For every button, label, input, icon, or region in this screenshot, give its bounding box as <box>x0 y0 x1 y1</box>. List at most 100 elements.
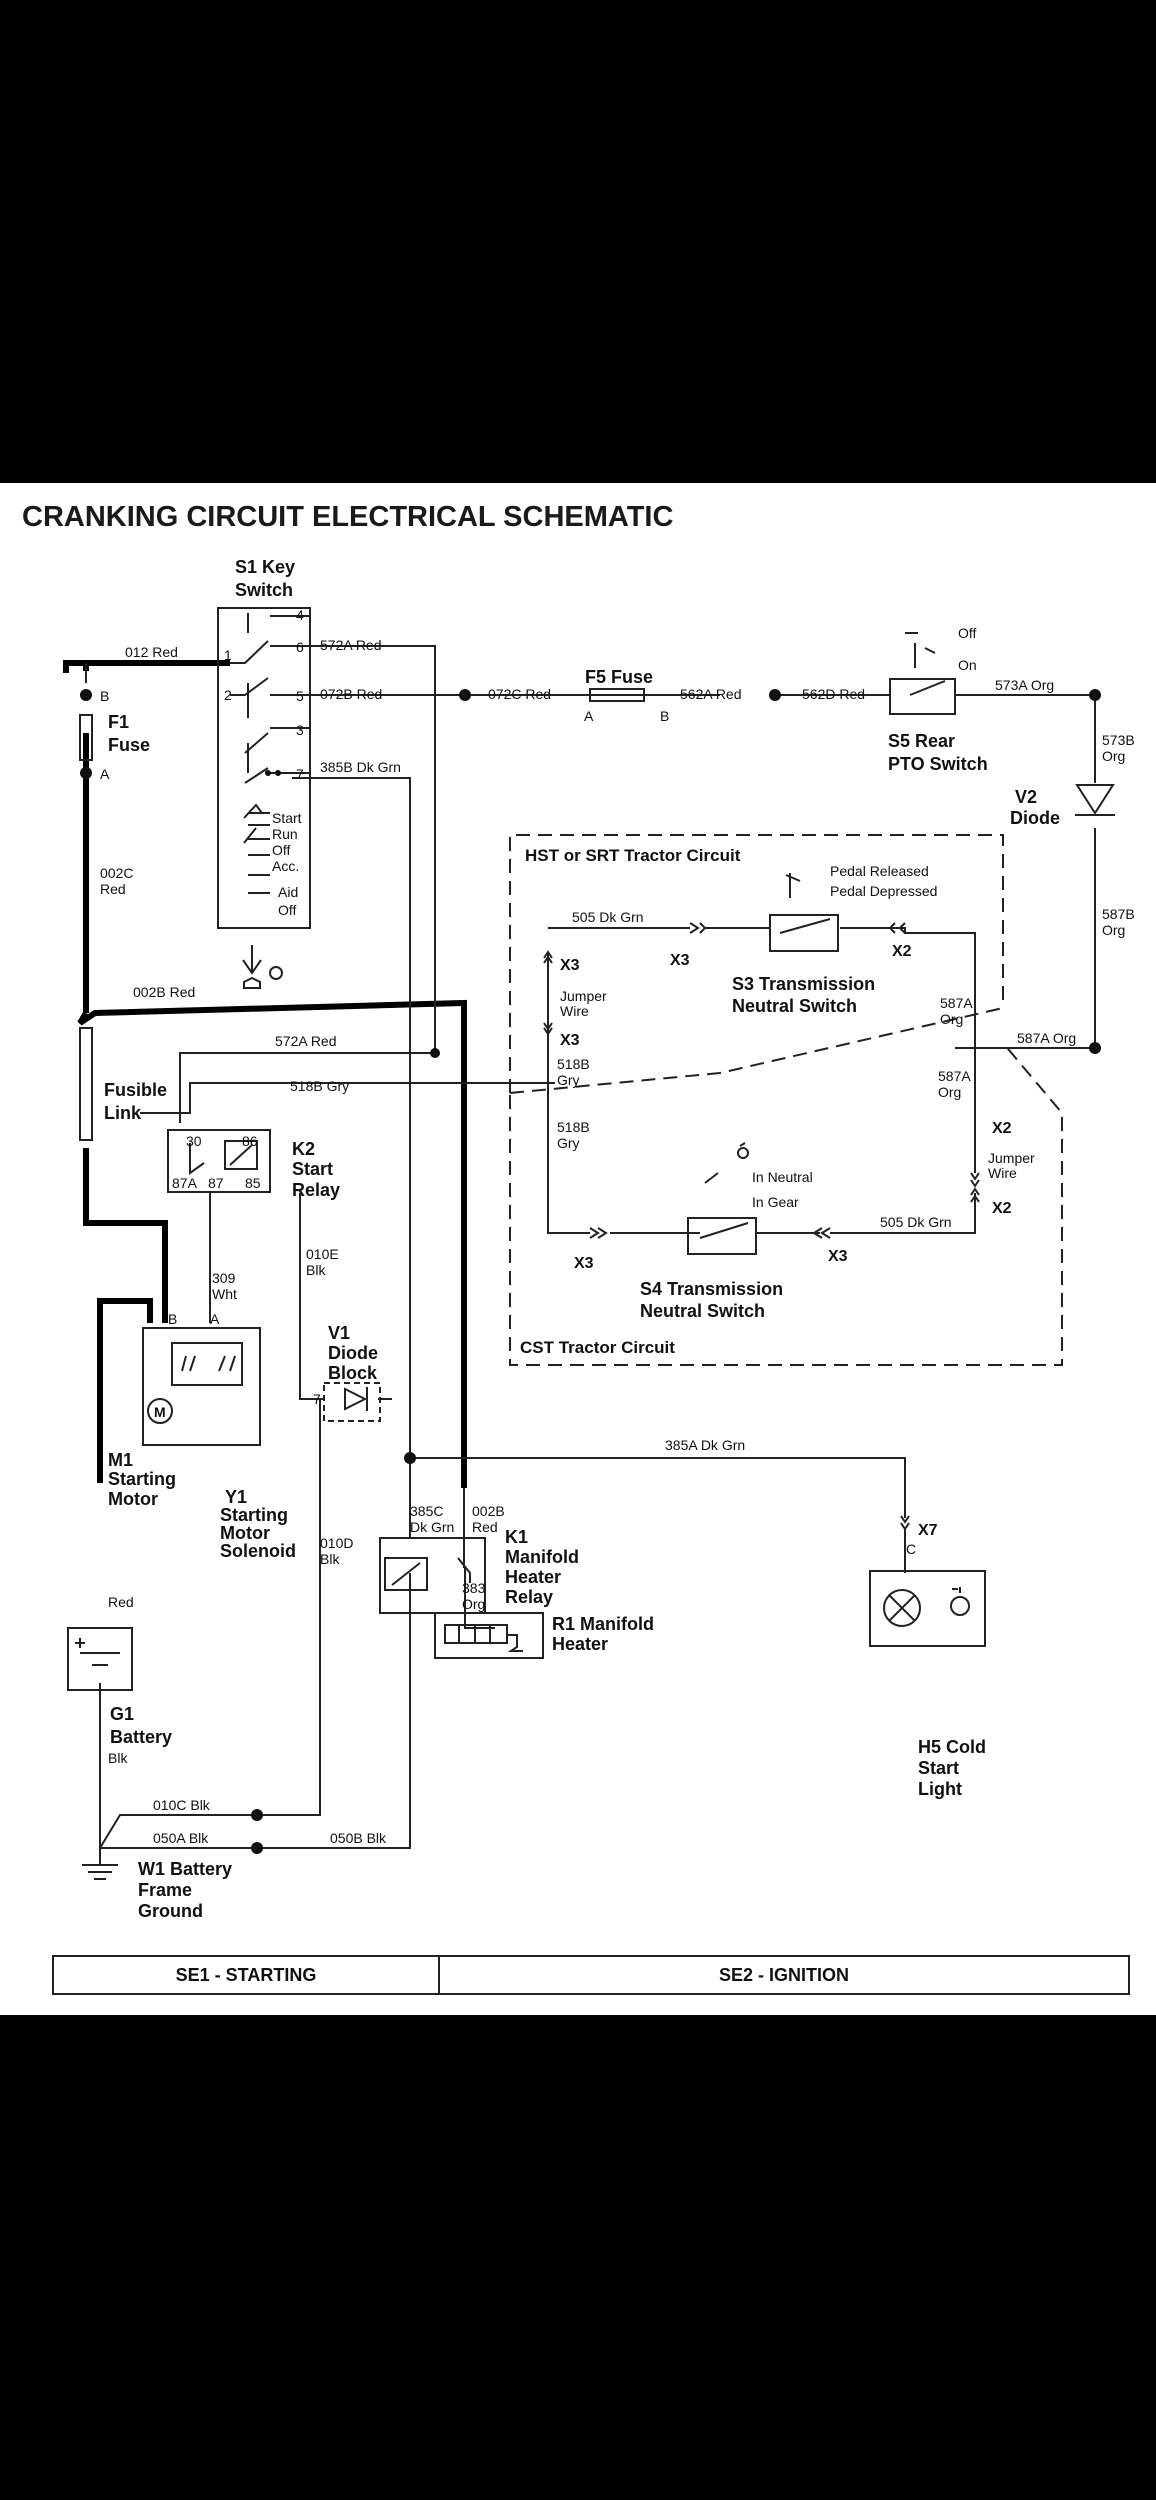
jumper-label-right-1: Jumper <box>988 1150 1035 1166</box>
wire-label-572a-mid: 572A Red <box>275 1033 337 1049</box>
f1-label-2: Fuse <box>108 735 150 755</box>
wire-label-002b: 002B Red <box>133 984 195 1000</box>
s4-neutral-switch-symbol <box>687 1142 757 1255</box>
junction-050 <box>251 1842 263 1854</box>
s1-key-switch-contacts <box>230 613 310 894</box>
wire-label-505-top: 505 Dk Grn <box>572 909 644 925</box>
s5-label-2: PTO Switch <box>888 754 988 774</box>
y1-label-2: Starting <box>220 1505 288 1525</box>
wire-label-587a-b1: 587A <box>938 1068 971 1084</box>
jumper-label-left-2: Wire <box>560 1003 589 1019</box>
s1-key-icon <box>242 945 283 989</box>
s4-label-2: Neutral Switch <box>640 1301 765 1321</box>
w1-label-3: Ground <box>138 1901 203 1921</box>
connector-x3-left-a: X3 <box>560 957 580 974</box>
hst-circuit-label: HST or SRT Tractor Circuit <box>525 846 741 865</box>
hst-cst-divider <box>509 1007 1004 1094</box>
wire-010e <box>299 1193 325 1400</box>
m1-term-b: B <box>168 1311 177 1327</box>
x7-term-c: C <box>906 1541 916 1557</box>
wire-label-518b-gry: 518B Gry <box>290 1078 349 1094</box>
s1-pos-start: Start <box>272 810 302 826</box>
w1-label-1: W1 Battery <box>138 1859 232 1879</box>
wire-label-385c-1: 385C <box>410 1503 443 1519</box>
wire-label-573a: 573A Org <box>995 677 1054 693</box>
junction-010c <box>251 1809 263 1821</box>
wire-label-385b: 385B Dk Grn <box>320 759 401 775</box>
wire-label-blk: Blk <box>108 1750 128 1766</box>
wire-label-002b-k1-2: Red <box>472 1519 498 1535</box>
footer-se1: SE1 - STARTING <box>54 1957 440 1993</box>
wire-012 <box>63 660 230 668</box>
wire-383 <box>464 1568 495 1629</box>
connector-x2-top: X2 <box>892 943 912 960</box>
s3-pos-released: Pedal Released <box>830 863 929 879</box>
wire-label-383-1: 383 <box>462 1580 486 1596</box>
k1-label-3: Heater <box>505 1567 561 1587</box>
wire-label-562d: 562D Red <box>802 686 865 702</box>
wire-label-385c-2: Dk Grn <box>410 1519 454 1535</box>
wire-label-572a-top: 572A Red <box>320 637 382 653</box>
connector-x3-bottom-left: X3 <box>574 1255 594 1272</box>
s4-pos-gear: In Gear <box>752 1194 799 1210</box>
wire-label-587b-1: 587B <box>1102 906 1135 922</box>
wire-label-012: 012 Red <box>125 644 178 660</box>
k2-term-85: 85 <box>245 1175 261 1191</box>
section-footer: SE1 - STARTING SE2 - IGNITION <box>52 1955 1130 1995</box>
junction-072c <box>459 689 471 701</box>
m1-label-2: Starting <box>108 1469 176 1489</box>
wire-fusible-to-starter <box>83 1148 168 1323</box>
f5-fuse-body <box>589 688 645 702</box>
wire-label-587a-org: 587A Org <box>1017 1030 1076 1046</box>
connector-marks <box>543 922 980 1531</box>
f5-term-b: B <box>660 708 669 724</box>
k2-term-87: 87 <box>208 1175 224 1191</box>
wire-label-562a: 562A Red <box>680 686 742 702</box>
v1-label-1: V1 <box>328 1323 350 1343</box>
fusible-label-2: Link <box>104 1103 142 1123</box>
wire-label-518b-b1: 518B <box>557 1119 590 1135</box>
v2-label-1: V2 <box>1015 787 1037 807</box>
wire-label-383-2: Org <box>462 1596 485 1612</box>
f1-term-a: A <box>100 766 110 782</box>
wire-label-002b-k1-1: 002B <box>472 1503 505 1519</box>
f1-fuse-body <box>79 714 93 761</box>
wire-label-002c-2: Red <box>100 881 126 897</box>
connector-x7: X7 <box>918 1522 938 1539</box>
junction-572a <box>430 1048 440 1058</box>
connector-x2-right-b: X2 <box>992 1200 1012 1217</box>
s5-pos-off: Off <box>958 625 977 641</box>
wire-050b <box>257 1573 411 1849</box>
wire-label-573b-2: Org <box>1102 748 1125 764</box>
h5-label-3: Light <box>918 1779 962 1799</box>
fusible-link-body <box>79 1027 93 1141</box>
wire-label-573b-1: 573B <box>1102 732 1135 748</box>
wire-label-010e-1: 010E <box>306 1246 339 1262</box>
y1-label-1: Y1 <box>225 1487 247 1507</box>
motor-symbol-label: M <box>154 1404 166 1420</box>
m1-starting-motor-symbol <box>142 1327 261 1446</box>
s3-pos-depressed: Pedal Depressed <box>830 883 937 899</box>
wire-label-050b: 050B Blk <box>330 1830 387 1846</box>
r1-label-2: Heater <box>552 1634 608 1654</box>
wire-label-587a-a1: 587A <box>940 995 973 1011</box>
wire-385a <box>410 1457 906 1518</box>
k1-label-4: Relay <box>505 1587 553 1607</box>
g1-battery-symbol <box>67 1627 133 1691</box>
junction-f1-a <box>80 767 92 779</box>
k2-label-1: K2 <box>292 1139 315 1159</box>
jumper-label-left-1: Jumper <box>560 988 607 1004</box>
wire-battery-positive <box>97 1298 153 1483</box>
h5-label-2: Start <box>918 1758 959 1778</box>
connector-x3-left-b: X3 <box>560 1032 580 1049</box>
v1-diode-block-symbol <box>323 1382 381 1422</box>
s1-term-3: 3 <box>296 722 304 738</box>
s1-pos-off2: Off <box>278 902 297 918</box>
fusible-label-1: Fusible <box>104 1080 167 1100</box>
s4-label-1: S4 Transmission <box>640 1279 783 1299</box>
y1-label-3: Motor <box>220 1523 270 1543</box>
y1-label-4: Solenoid <box>220 1541 296 1561</box>
v1-label-3: Block <box>328 1363 378 1383</box>
k2-term-86: 86 <box>242 1133 258 1149</box>
v2-label-2: Diode <box>1010 808 1060 828</box>
